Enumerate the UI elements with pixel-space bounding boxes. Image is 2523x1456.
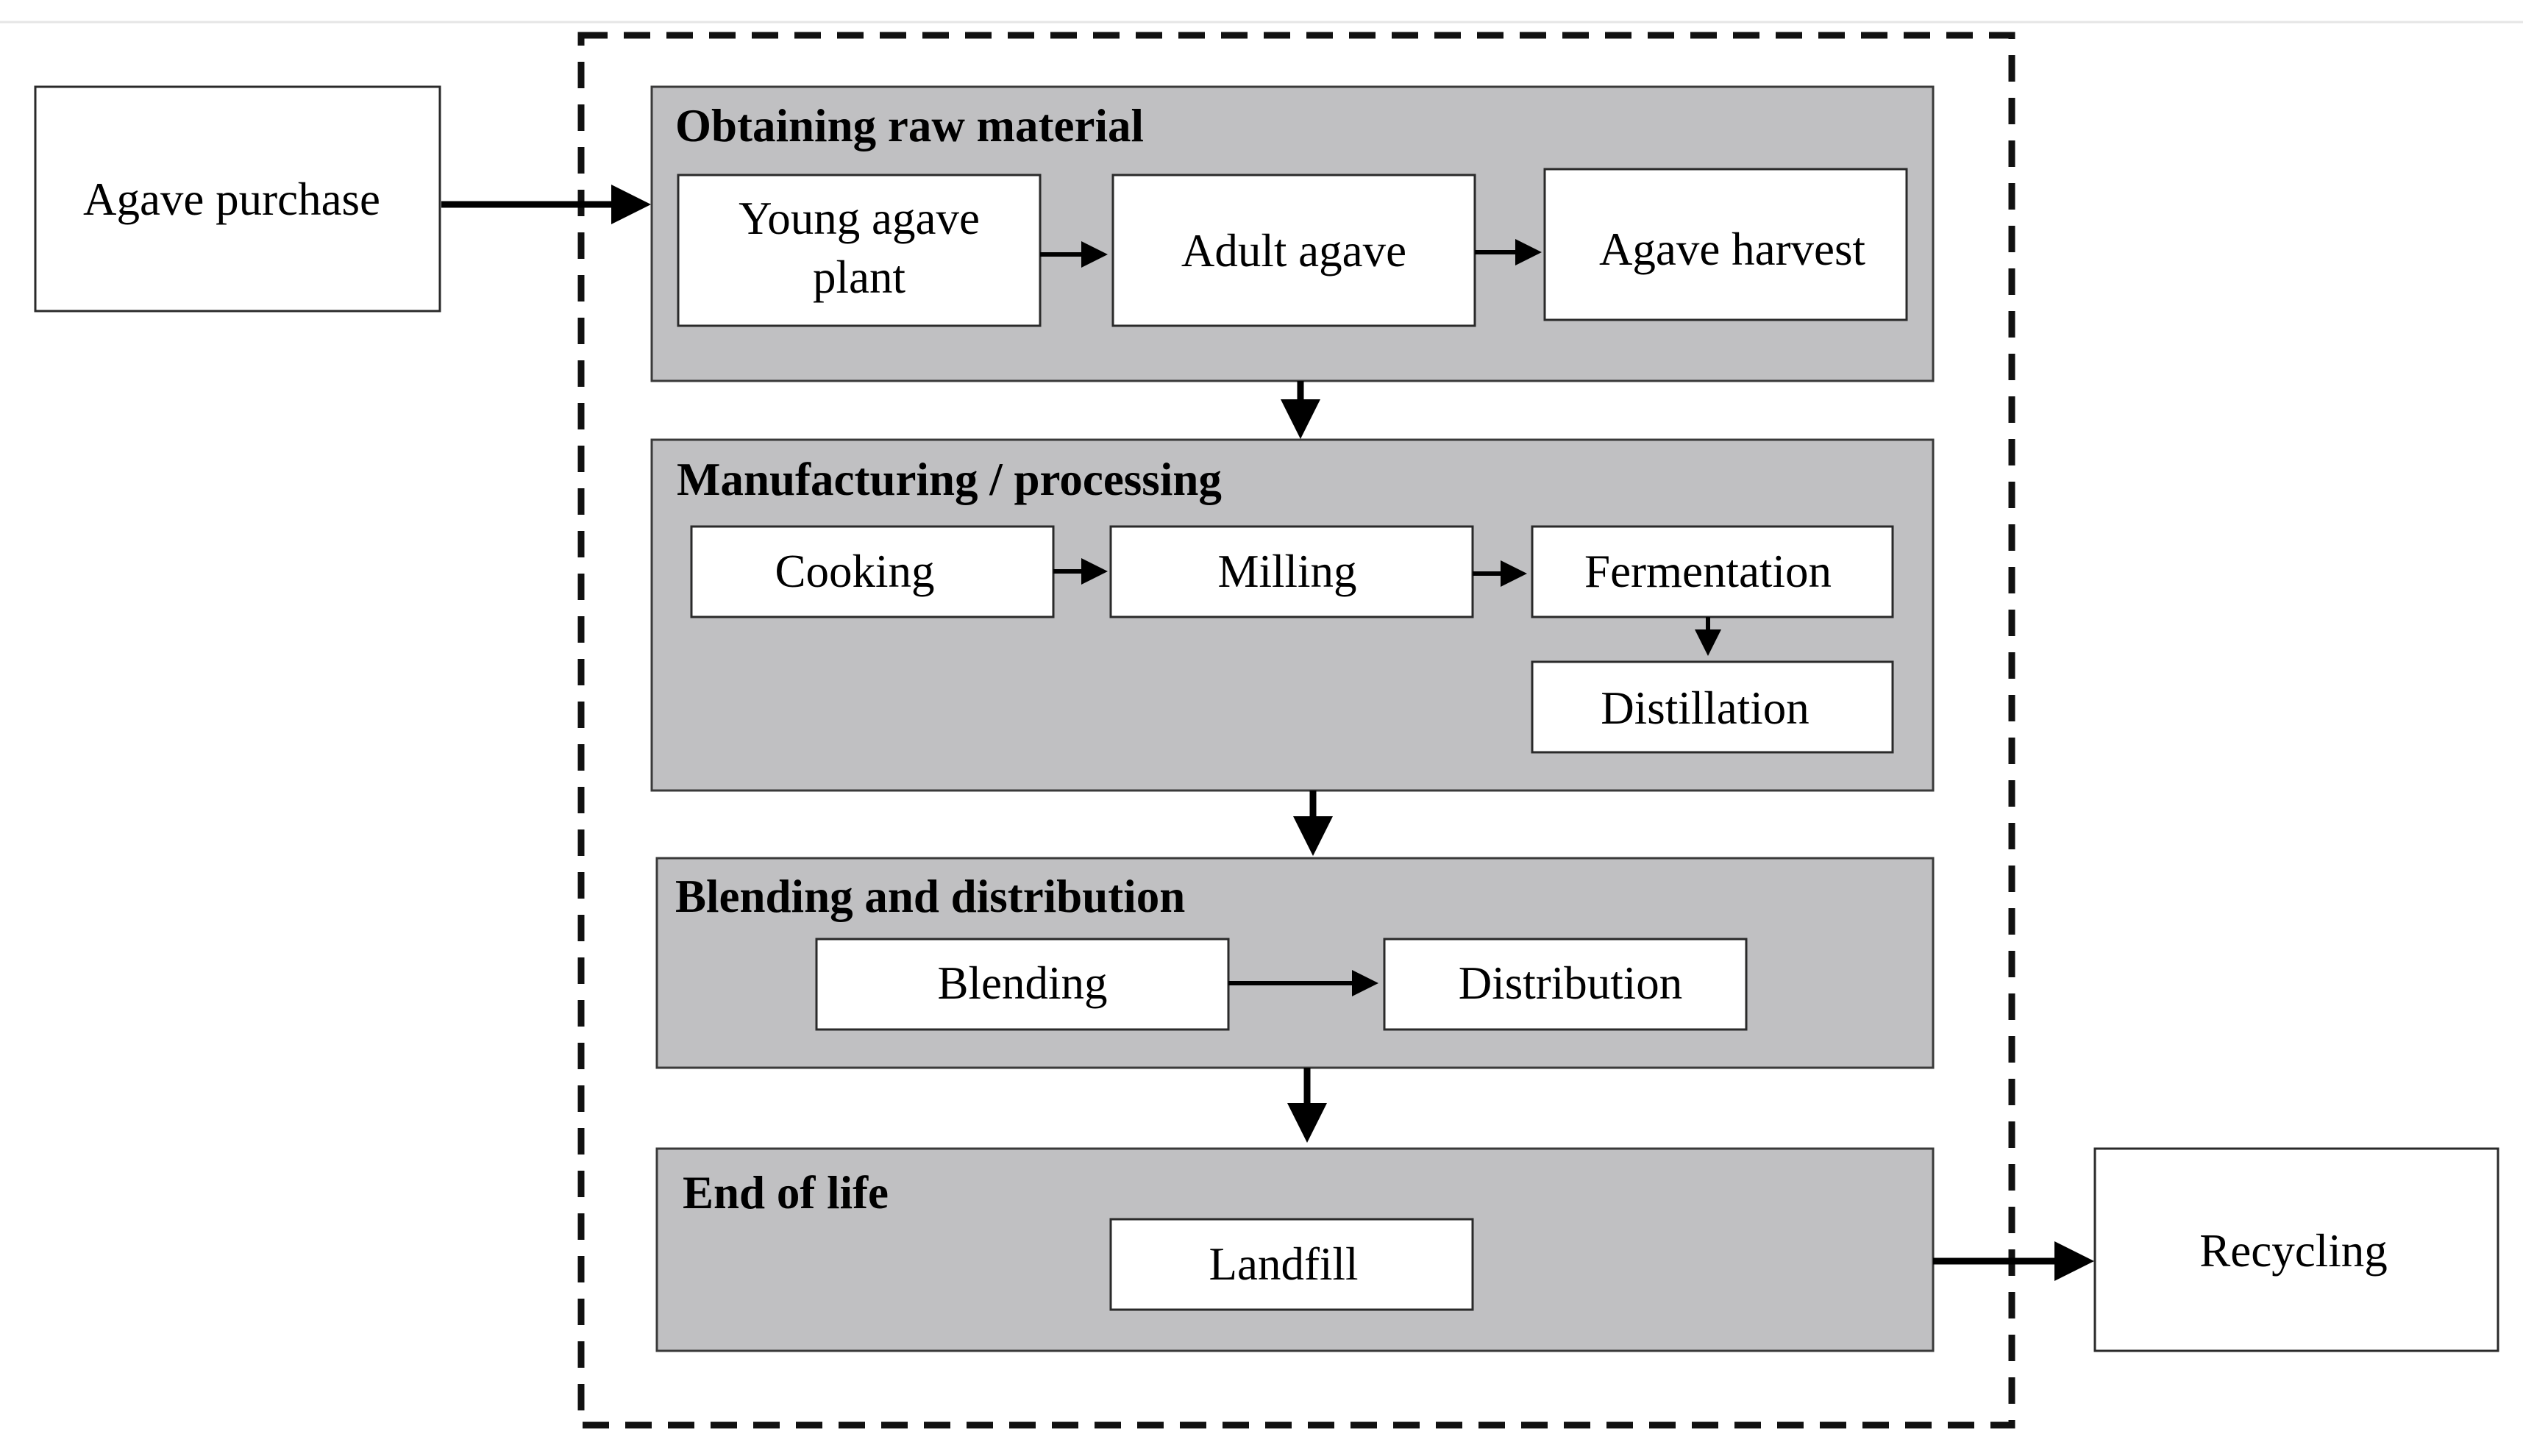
- agave-harvest-box: Agave harvest: [1543, 168, 1908, 321]
- distribution-label: Distribution: [1459, 957, 1683, 1009]
- stage-raw-material: Obtaining raw material Young agave plant…: [650, 85, 1935, 382]
- milling-box: Milling: [1109, 525, 1474, 618]
- recycling-box: Recycling: [2093, 1147, 2499, 1352]
- fermentation-label: Fermentation: [1584, 546, 1832, 597]
- landfill-box: Landfill: [1109, 1218, 1474, 1311]
- agave-purchase-box: Agave purchase: [34, 85, 441, 313]
- stage-blending-title: Blending and distribution: [675, 871, 1185, 922]
- stage-manufacturing: Manufacturing / processing Cooking Milli…: [650, 438, 1935, 792]
- adult-agave-box: Adult agave: [1111, 174, 1476, 327]
- stage-blending: Blending and distribution Blending Distr…: [655, 857, 1935, 1069]
- stage-end-of-life: End of life Landfill: [655, 1147, 1935, 1352]
- blending-label: Blending: [938, 957, 1108, 1009]
- cooking-label: Cooking: [775, 546, 934, 597]
- stage-raw-material-title: Obtaining raw material: [675, 100, 1144, 151]
- agave-harvest-label: Agave harvest: [1599, 224, 1866, 275]
- agave-purchase-label: Agave purchase: [83, 174, 380, 225]
- stage-end-of-life-title: End of life: [683, 1167, 889, 1218]
- young-agave-plant-label-line1: Young agave: [739, 193, 980, 244]
- adult-agave-label: Adult agave: [1181, 225, 1406, 276]
- distillation-box: Distillation: [1531, 660, 1894, 754]
- recycling-label: Recycling: [2199, 1225, 2387, 1277]
- blending-box: Blending: [815, 938, 1230, 1031]
- milling-label: Milling: [1217, 546, 1356, 597]
- landfill-label: Landfill: [1209, 1238, 1359, 1290]
- young-agave-plant-label-line2: plant: [813, 251, 905, 303]
- cooking-box: Cooking: [690, 525, 1055, 618]
- stage-manufacturing-title: Manufacturing / processing: [677, 454, 1222, 505]
- distribution-box: Distribution: [1383, 938, 1748, 1031]
- young-agave-plant-box: Young agave plant: [677, 174, 1042, 327]
- fermentation-box: Fermentation: [1531, 525, 1894, 618]
- distillation-label: Distillation: [1601, 682, 1809, 734]
